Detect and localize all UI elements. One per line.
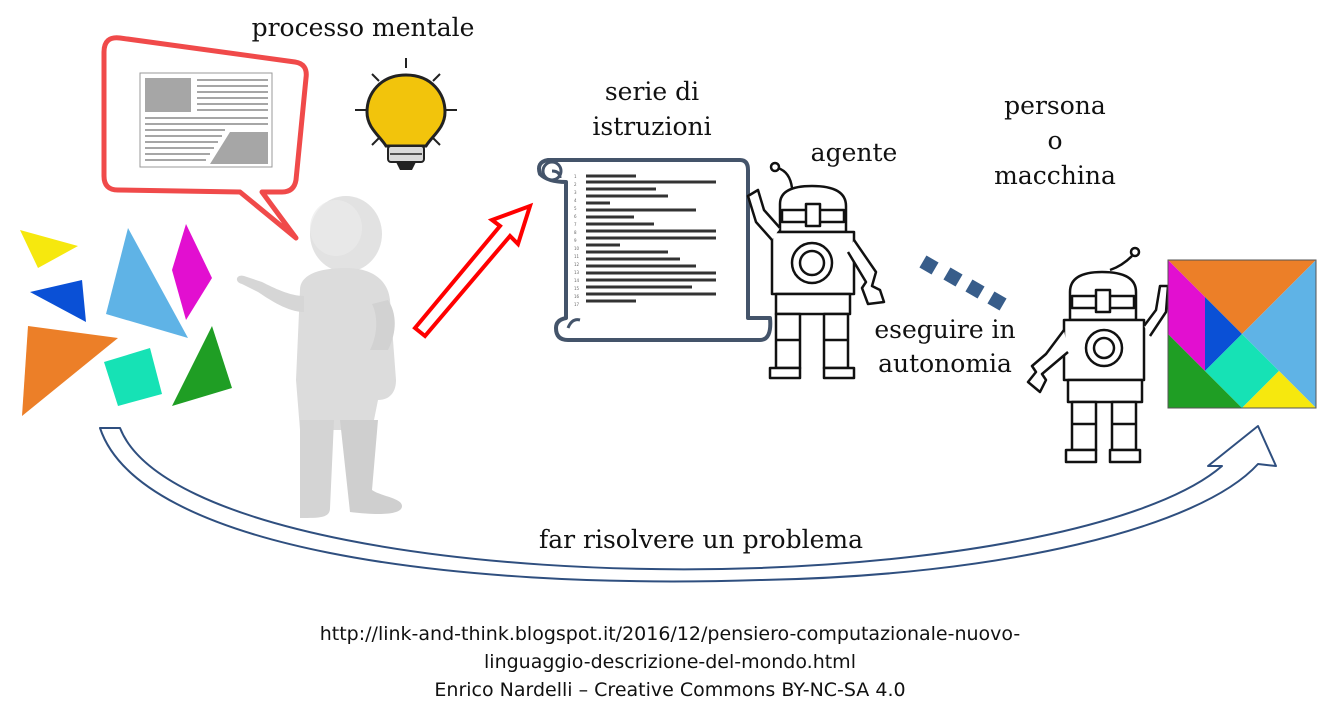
svg-text:3: 3 xyxy=(574,190,577,195)
svg-text:10: 10 xyxy=(574,246,580,251)
svg-text:1: 1 xyxy=(574,174,577,179)
svg-text:5: 5 xyxy=(574,206,577,211)
footer-credit: Enrico Nardelli – Creative Commons BY-NC… xyxy=(434,679,906,701)
label-execute-line1: eseguire in xyxy=(874,315,1016,344)
svg-text:2: 2 xyxy=(574,182,577,187)
tangram-pieces-scattered xyxy=(20,224,232,416)
svg-text:16: 16 xyxy=(574,294,580,299)
dashes-icon xyxy=(919,255,1007,311)
light-bulb-icon xyxy=(355,58,457,170)
svg-text:6: 6 xyxy=(574,214,577,219)
person-figure xyxy=(236,196,402,518)
label-person-line2: o xyxy=(1047,126,1063,155)
label-solve-problem: far risolvere un problema xyxy=(538,525,864,554)
label-mental-process: processo mentale xyxy=(251,13,475,42)
speech-bubble-icon xyxy=(101,35,309,241)
label-person-line1: persona xyxy=(1004,91,1106,120)
svg-text:8: 8 xyxy=(574,230,577,235)
svg-text:17: 17 xyxy=(574,302,580,307)
footer-url-line2: linguaggio-descrizione-del-mondo.html xyxy=(484,651,856,673)
label-person-line3: macchina xyxy=(994,161,1116,190)
tangram-icon xyxy=(1167,259,1317,409)
robot-icon-executor xyxy=(1026,246,1170,464)
svg-text:15: 15 xyxy=(574,286,580,291)
label-instructions-line1: serie di xyxy=(604,77,700,106)
svg-text:13: 13 xyxy=(574,270,580,275)
label-execute-line2: autonomia xyxy=(878,349,1012,378)
svg-text:12: 12 xyxy=(574,262,580,267)
label-instructions-line2: istruzioni xyxy=(592,112,712,141)
svg-text:4: 4 xyxy=(574,198,577,203)
svg-text:9: 9 xyxy=(574,238,577,243)
red-arrow-icon xyxy=(412,202,534,339)
svg-text:14: 14 xyxy=(574,278,580,283)
svg-text:7: 7 xyxy=(574,222,577,227)
footer-url-line1: http://link-and-think.blogspot.it/2016/1… xyxy=(319,623,1021,645)
curved-arrow-icon xyxy=(99,425,1277,583)
svg-text:11: 11 xyxy=(574,254,580,259)
robot-icon-agent xyxy=(746,161,886,380)
label-agent: agente xyxy=(810,138,898,167)
